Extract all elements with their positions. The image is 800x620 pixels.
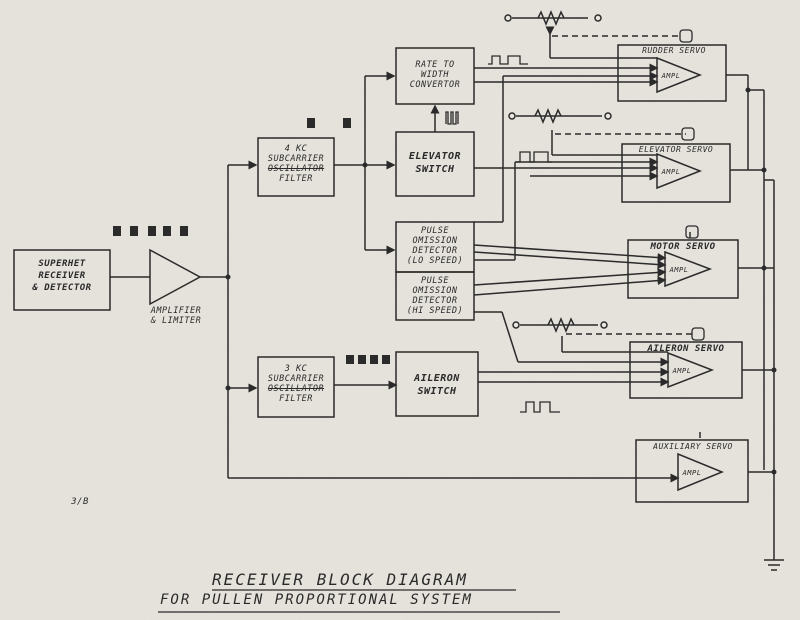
pulse-omission-hi-block (395, 271, 475, 321)
ampl-label-auxiliary: AMPL (682, 469, 702, 477)
diagram-subtitle: FOR PULLEN PROPORTIONAL SYSTEM (160, 592, 473, 608)
elevator-servo-block (621, 143, 731, 203)
motor-servo-block (627, 239, 739, 299)
subcarrier-filter-4kc (257, 137, 335, 197)
aileron-servo-label: AILERON SERVO (647, 344, 725, 354)
ampl-label-elevator: AMPL (661, 168, 681, 176)
elevator-servo-label: ELEVATOR SERVO (638, 145, 714, 154)
rate-width-convertor-block (395, 47, 475, 105)
receiver-block (13, 249, 111, 311)
ampl-label-aileron: AMPL (672, 367, 692, 375)
ampl-label-rudder: AMPL (661, 72, 681, 80)
motor-servo-label: MOTOR SERVO (650, 242, 716, 252)
signature-mark: 3/B (71, 497, 89, 507)
amplifier-label: AMPLIFIER& LIMITER (150, 306, 202, 326)
aileron-switch-block (395, 351, 479, 417)
auxiliary-servo-label: AUXILIARY SERVO (653, 442, 733, 451)
diagram-title: RECEIVER BLOCK DIAGRAM (212, 570, 468, 589)
ampl-label-motor: AMPL (669, 266, 689, 274)
rudder-servo-block (617, 44, 727, 102)
subcarrier-filter-3kc (257, 356, 335, 418)
auxiliary-servo-block (635, 439, 749, 503)
rudder-servo-label: RUDDER SERVO (642, 46, 706, 55)
